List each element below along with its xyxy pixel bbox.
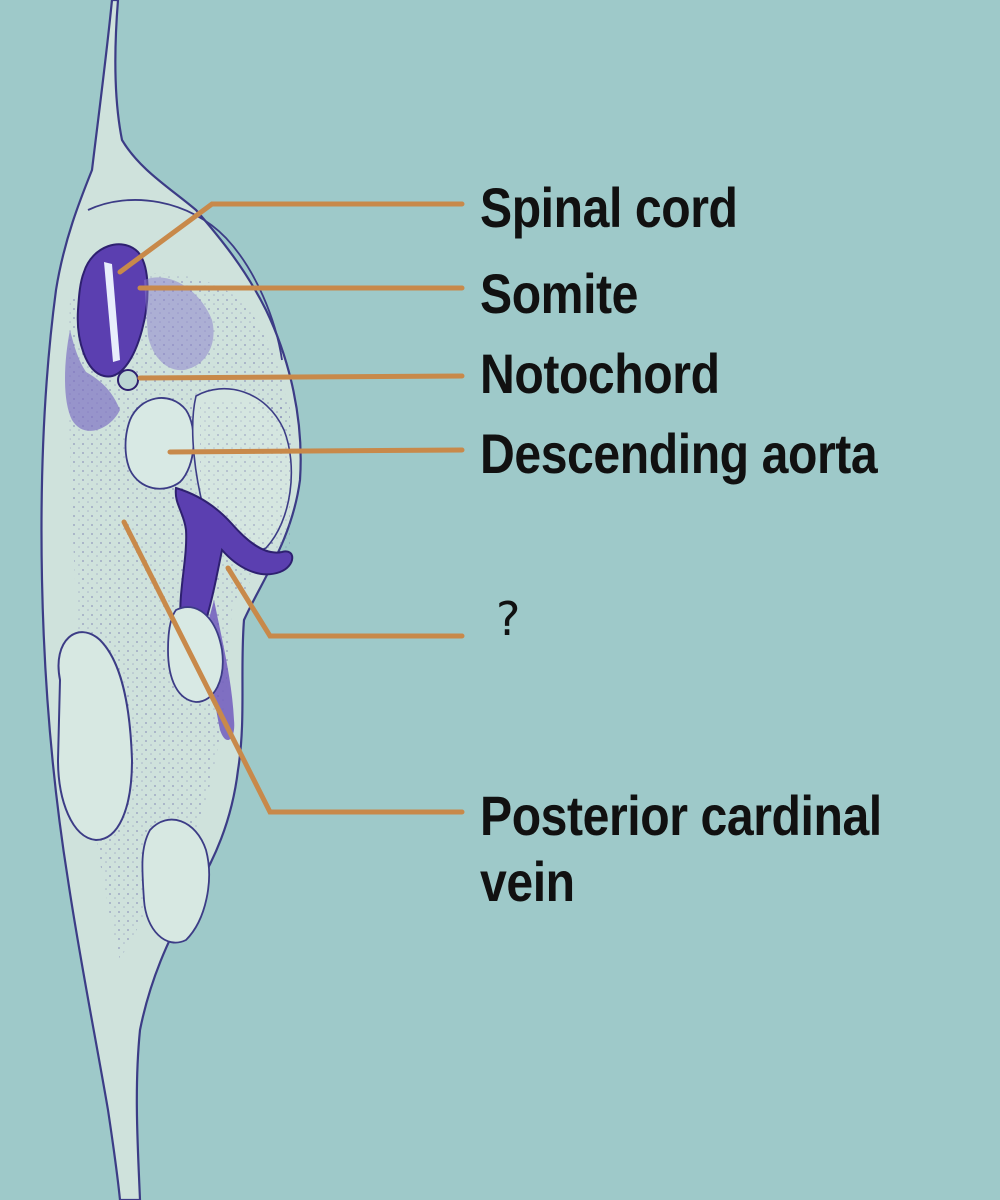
label-spinal-cord: Spinal cord — [480, 176, 738, 239]
leader-posterior-cardinal-vein — [121, 519, 465, 815]
body-cavity — [56, 631, 134, 842]
neural-canal — [104, 262, 120, 362]
ectoderm-fold — [87, 199, 283, 361]
leader-notochord — [137, 373, 465, 381]
leader-unknown — [225, 565, 465, 639]
purple-tube — [174, 486, 294, 641]
notochord-disc — [117, 369, 139, 391]
leader-spinal-cord — [117, 201, 465, 275]
somite-tissue-right — [144, 277, 214, 371]
label-unknown: ? — [496, 592, 521, 646]
somite-tissue — [65, 330, 120, 431]
lower-lumen — [167, 606, 224, 703]
label-descending-aorta: Descending aorta — [480, 422, 878, 485]
lower-cavity — [141, 818, 210, 944]
label-notochord: Notochord — [480, 342, 720, 405]
leader-lines — [117, 201, 465, 815]
label-posterior-cardinal-vein-line2: vein — [480, 850, 575, 913]
aorta-lumen — [124, 397, 195, 490]
label-somite: Somite — [480, 262, 638, 325]
leader-descending-aorta — [167, 447, 465, 455]
label-posterior-cardinal-vein-line1: Posterior cardinal — [480, 784, 882, 847]
